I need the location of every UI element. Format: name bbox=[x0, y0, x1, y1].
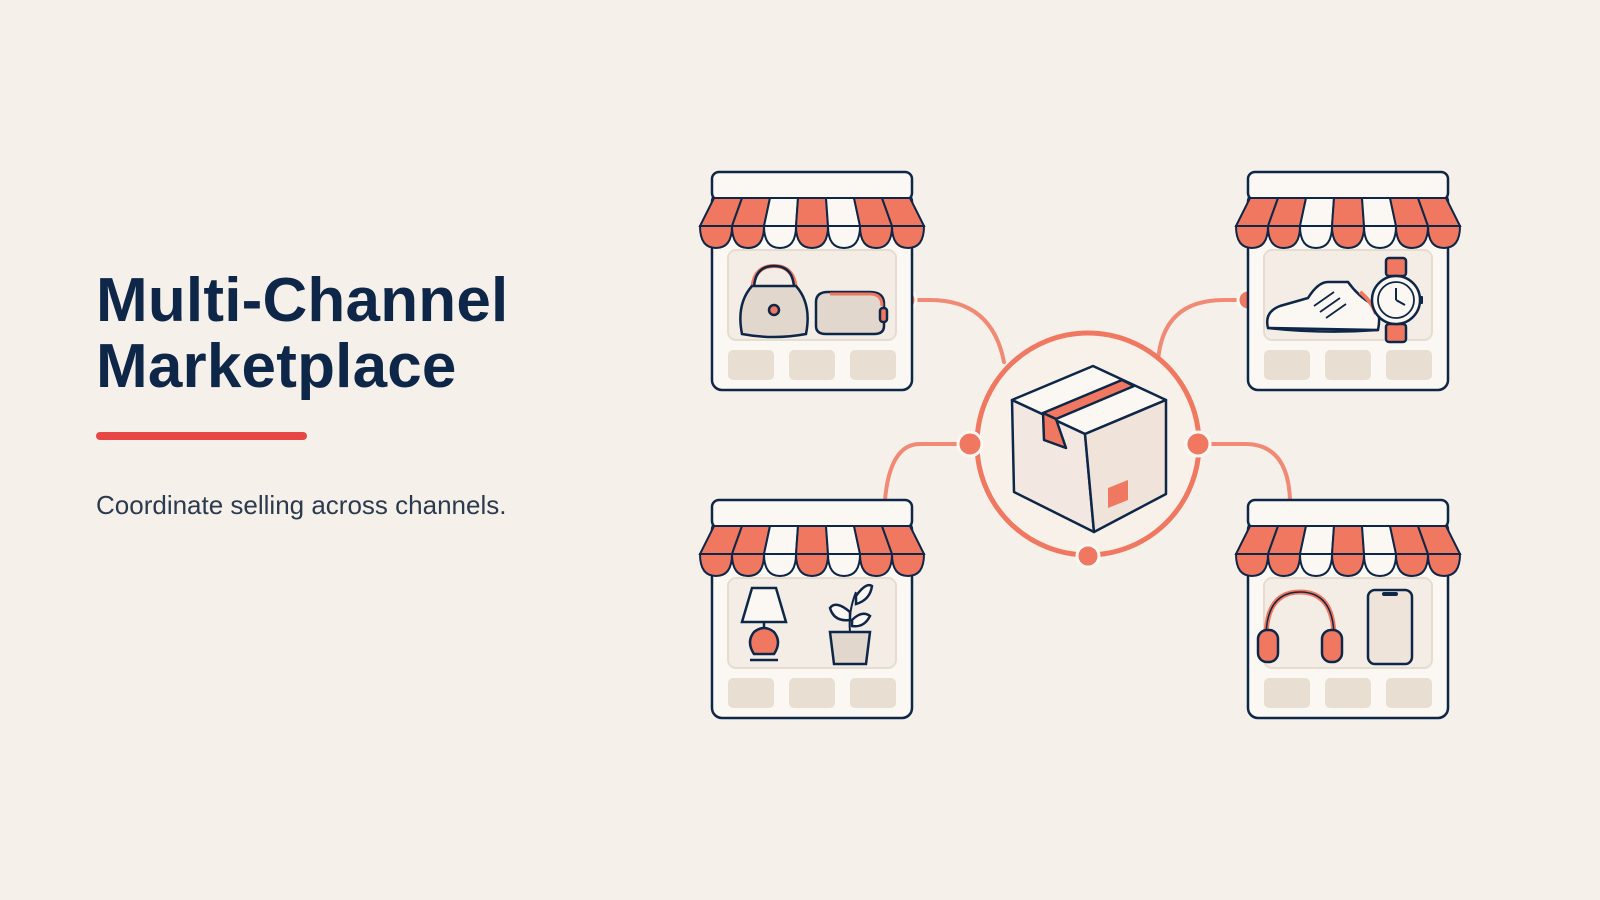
title-underline bbox=[96, 432, 307, 440]
sneaker-icon bbox=[1266, 280, 1381, 333]
title-line-1: Multi-Channel bbox=[96, 266, 509, 335]
pouch-icon bbox=[814, 290, 889, 336]
handbag-icon bbox=[739, 263, 809, 339]
title-line-2: Marketplace bbox=[96, 332, 457, 401]
lamp-icon bbox=[740, 586, 788, 662]
storefront-1 bbox=[700, 172, 924, 390]
storefront-3 bbox=[700, 500, 924, 718]
slide-subtitle: Coordinate selling across channels. bbox=[96, 490, 507, 520]
headphones-icon bbox=[1256, 589, 1344, 664]
plant-icon bbox=[828, 583, 874, 666]
shipping-box-icon bbox=[1010, 364, 1168, 534]
storefront-4 bbox=[1236, 500, 1460, 718]
watch-icon bbox=[1370, 256, 1423, 344]
slide-title: Multi-Channel Marketplace bbox=[96, 268, 508, 400]
phone-icon bbox=[1366, 588, 1414, 666]
connector-lines bbox=[883, 298, 1292, 502]
storefront-2 bbox=[1236, 172, 1460, 390]
